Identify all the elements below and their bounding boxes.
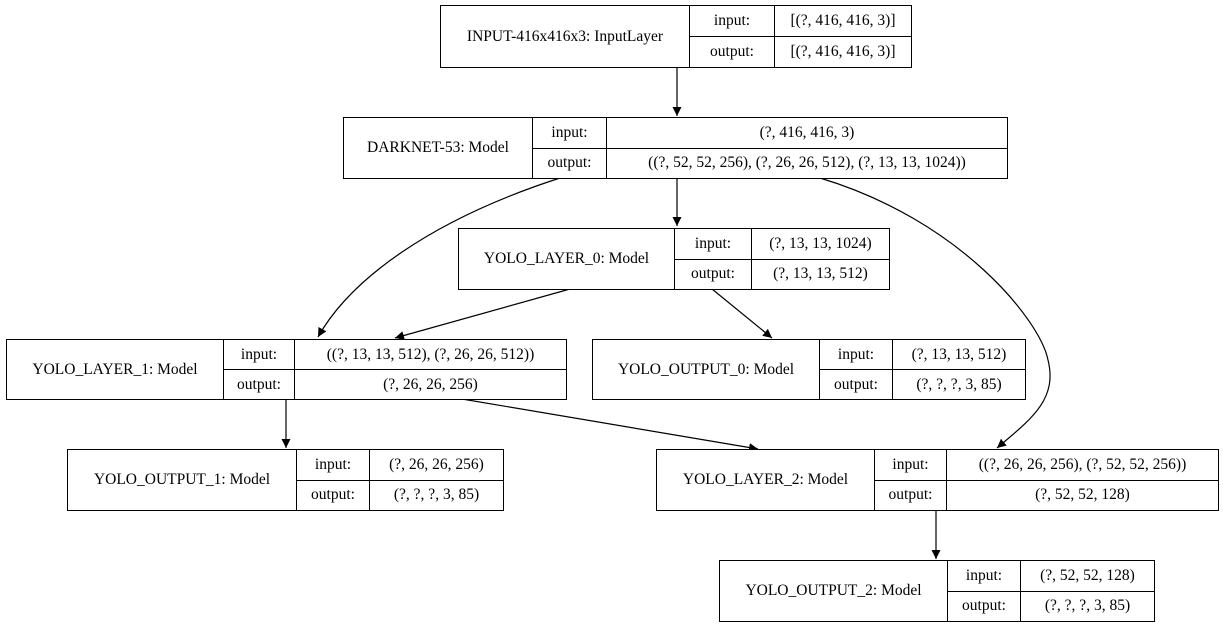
edge-darknet-to-yolo-layer-2 (819, 177, 1051, 449)
edge-yolo-layer-0-to-yolo-output-0 (711, 288, 773, 339)
node-yolo-layer-1: YOLO_LAYER_1: Model input: output: ((?, … (6, 339, 567, 400)
output-port-label: output: (547, 154, 592, 172)
output-port-label: output: (710, 43, 754, 60)
node-name: YOLO_LAYER_0: Model (459, 229, 675, 289)
node-yolo-output-0: YOLO_OUTPUT_0: Model input: output: (?, … (592, 339, 1026, 400)
output-port-label: output: (834, 375, 878, 393)
input-port-label: input: (875, 450, 946, 481)
output-port-label: output: (311, 486, 355, 504)
edge-darknet-to-yolo-layer-1 (317, 177, 561, 338)
output-port-label: output: (962, 597, 1006, 615)
node-name: YOLO_OUTPUT_0: Model (593, 340, 820, 399)
output-shape: (?, ?, ?, 3, 85) (916, 375, 1002, 393)
node-name: YOLO_OUTPUT_1: Model (68, 450, 297, 510)
input-port-label: input: (690, 6, 774, 37)
node-name: YOLO_LAYER_1: Model (7, 340, 224, 399)
output-shape: ((?, 52, 52, 256), (?, 26, 26, 512), (?,… (648, 154, 966, 172)
output-port-label: output: (691, 265, 735, 283)
input-shape: [(?, 416, 416, 3)] (775, 6, 911, 37)
edge-yolo-layer-1-to-yolo-layer-2 (461, 398, 759, 452)
input-port-label: input: (820, 340, 892, 370)
output-shape: [(?, 416, 416, 3)] (790, 43, 896, 60)
output-shape: (?, ?, ?, 3, 85) (1044, 597, 1131, 615)
node-yolo-output-1: YOLO_OUTPUT_1: Model input: output: (?, … (67, 449, 504, 511)
output-shape: (?, 13, 13, 512) (773, 265, 868, 283)
input-shape: (?, 13, 13, 512) (893, 340, 1025, 370)
input-shape: (?, 26, 26, 256) (370, 450, 503, 481)
input-shape: (?, 52, 52, 128) (1021, 561, 1154, 592)
input-shape: ((?, 13, 13, 512), (?, 26, 26, 512)) (295, 340, 566, 370)
output-port-label: output: (888, 486, 933, 504)
input-port-label: input: (297, 450, 369, 481)
input-port-label: input: (675, 229, 751, 260)
input-port-label: input: (948, 561, 1020, 592)
input-port-label: input: (224, 340, 294, 370)
output-shape: (?, 26, 26, 256) (383, 375, 478, 393)
output-shape: (?, ?, ?, 3, 85) (393, 486, 480, 504)
node-yolo-layer-2: YOLO_LAYER_2: Model input: output: ((?, … (656, 449, 1219, 511)
node-name: YOLO_LAYER_2: Model (657, 450, 875, 510)
node-name: INPUT-416x416x3: InputLayer (441, 6, 690, 67)
node-name: DARKNET-53: Model (344, 118, 533, 178)
input-shape: (?, 13, 13, 1024) (752, 229, 889, 260)
node-yolo-output-2: YOLO_OUTPUT_2: Model input: output: (?, … (719, 560, 1155, 622)
output-shape: (?, 52, 52, 128) (1035, 486, 1130, 504)
edge-yolo-layer-0-to-yolo-layer-1 (394, 288, 571, 340)
node-yolo-layer-0: YOLO_LAYER_0: Model input: output: (?, 1… (458, 228, 890, 290)
node-darknet-53: DARKNET-53: Model input: output: (?, 416… (343, 117, 1008, 179)
input-port-label: input: (533, 118, 606, 149)
output-port-label: output: (237, 375, 281, 393)
input-shape: (?, 416, 416, 3) (607, 118, 1007, 149)
node-name: YOLO_OUTPUT_2: Model (720, 561, 948, 621)
node-input-layer: INPUT-416x416x3: InputLayer input: outpu… (440, 5, 912, 68)
input-shape: ((?, 26, 26, 256), (?, 52, 52, 256)) (947, 450, 1218, 481)
